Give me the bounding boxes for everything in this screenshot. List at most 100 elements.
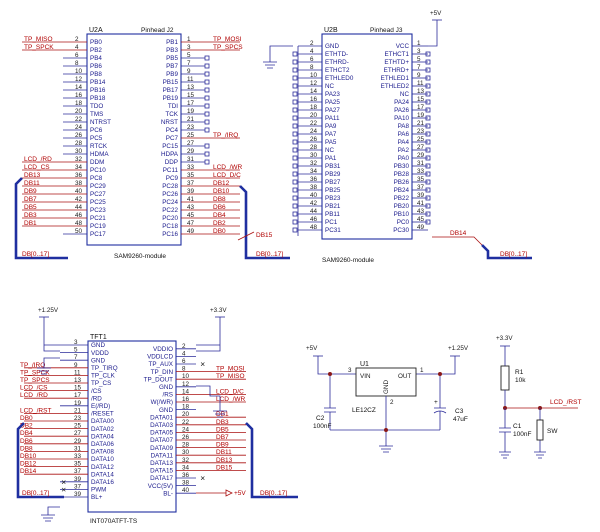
u2b-left-pin-number: 20 [310, 112, 318, 119]
tft-right-pin-name: GND [159, 384, 173, 391]
db15-label: DB15 [256, 232, 273, 239]
u2b-left-pin-name: ETHTD- [325, 51, 348, 58]
tft-right-net-label: LCD_/WR [216, 396, 246, 403]
u2a-left-net-label: TP_SPCK [24, 44, 54, 51]
u2a-left-net-label: DB7 [24, 196, 37, 203]
u2a-left-pin-name: PB18 [90, 95, 106, 102]
u2b-right-pin-number: 15 [417, 96, 425, 103]
u2b-left-pin-number: 38 [310, 184, 318, 191]
u2b-left-pin-number: 32 [310, 160, 318, 167]
u2a-right-pin-name: HDPA [161, 151, 179, 158]
u2b-left-pin-number: 12 [310, 80, 318, 87]
u2b-right-pin-number: 1 [417, 40, 421, 47]
u2b-right-pin-name: PA24 [394, 99, 409, 106]
u2b-nc-pin-marker [425, 219, 431, 225]
reg-pin-gnd: 2 [390, 399, 394, 406]
u2b-right-pin-number: 37 [417, 184, 425, 191]
tft-left-net-label: DB10 [20, 453, 37, 460]
u2b-right-pin-name: PA0 [398, 155, 410, 162]
u2a-left-pin-number: 8 [75, 60, 79, 67]
u2b-right-pin-number: 7 [417, 64, 421, 71]
tft-right-net-label: DB3 [216, 419, 229, 426]
u2b-left-pin-name: PB21 [325, 203, 341, 210]
c2-ref: C2 [316, 415, 325, 422]
u2b-nc-pin-marker [292, 227, 298, 233]
tft-left-pin-number: 19 [74, 400, 82, 407]
u2a-right-pin-name: PB9 [166, 71, 178, 78]
u2b-right-pin-name: PA10 [394, 115, 409, 122]
tft-right-pin-number: 4 [182, 350, 186, 357]
u2a-left-pin-name: PC19 [90, 223, 106, 230]
tft-left-pin-number: 33 [74, 453, 82, 460]
u2b-left-pin-number: 8 [310, 64, 314, 71]
tft-left-pin-number: 25 [74, 423, 82, 430]
u2b-right-pin-name: PC30 [393, 227, 409, 234]
tft-right-pin-number: 18 [182, 404, 190, 411]
sw-label: SW [547, 428, 558, 435]
u2a-left-pin-number: 38 [75, 180, 83, 187]
tft-left-pin-number: 9 [74, 362, 78, 369]
u2a-left-pin-number: 44 [75, 204, 83, 211]
u2a-nc-pin-marker [204, 159, 210, 165]
u2a-right-pin-number: 37 [187, 180, 195, 187]
u2a-right-net-label: DB12 [213, 180, 230, 187]
u2a-left-pin-number: 30 [75, 148, 83, 155]
u2b-nc-pin-marker [292, 59, 298, 65]
u2b-left-pin-name: PB29 [325, 171, 341, 178]
u2a-left-pin-number: 12 [75, 76, 83, 83]
u2b-nc-pin-marker [292, 147, 298, 153]
tft-left-pin-number: 23 [74, 415, 82, 422]
u2b-nc-pin-marker [425, 195, 431, 201]
u2a-right-pin-number: 45 [187, 212, 195, 219]
u2a-right-pin-number: 5 [187, 52, 191, 59]
u2a-left-net-label: DB3 [24, 212, 37, 219]
tft-left-pin-number: 17 [74, 392, 82, 399]
u2a-left-net-label: DB13 [24, 172, 41, 179]
tft-right-net-label: DB5 [216, 426, 229, 433]
u2a-left-net-label: LCD_CS [24, 164, 50, 171]
reg-part: LE12CZ [352, 407, 376, 414]
u2a-nc-pin-marker [204, 55, 210, 61]
u2a-right-pin-number: 17 [187, 100, 195, 107]
u2a-right-pin-name: PC20 [162, 215, 178, 222]
u2a-nc-pin-marker [204, 103, 210, 109]
r1-val: 10k [515, 377, 526, 384]
u2b-right-pin-name: VCC [396, 43, 410, 50]
u2b-caption: SAM9260-module [322, 257, 374, 264]
u2b-left-pin-number: 36 [310, 176, 318, 183]
tft-left-pin-name: DATA14 [91, 471, 114, 478]
u2b-right-pin-number: 41 [417, 200, 425, 207]
u2a-nc-pin-marker [204, 79, 210, 85]
u2a-nc-pin-marker [204, 127, 210, 133]
u2b-left-pin-number: 28 [310, 144, 318, 151]
tft-left-gnd-symbol [37, 367, 51, 375]
u2b-right-pin-name: ETHCT1 [385, 51, 410, 58]
u2a-right-net-label: TP_SPCS [213, 44, 243, 51]
u2a-left-pin-name: PC17 [90, 231, 106, 238]
tft-left-pin-number: 39 [74, 491, 82, 498]
u2b-nc-pin-marker [292, 179, 298, 185]
u2a-right-pin-number: 47 [187, 220, 195, 227]
u2b-right-pin-name: PA6 [398, 131, 410, 138]
u2a-right-pin-number: 41 [187, 196, 195, 203]
u2b-nc-pin-marker [292, 83, 298, 89]
tft-nc-cross: ✕ [61, 479, 66, 486]
tft-right-supply-label: +3.3V [210, 307, 227, 314]
u2b-left-pin-name: PB11 [325, 211, 340, 218]
tft-right-pin-number: 8 [182, 366, 186, 373]
u2b-left-pin-number: 34 [310, 168, 318, 175]
tft-left-pin-number: 27 [74, 430, 82, 437]
u2b-left-pin-number: 44 [310, 208, 318, 215]
tft-right-net-label: DB15 [216, 464, 233, 471]
u2a-left-pin-name: PC10 [90, 167, 106, 174]
tft-left-pin-name: GND [91, 357, 105, 364]
u2b-left-pin-number: 10 [310, 72, 318, 79]
tft-right-pin-name: TP_DIN [151, 369, 174, 376]
u2a-ref: U2A [89, 27, 103, 34]
tft-symbol: TFT1 INT070ATFT-TS GND3VDDD5GND7TP_TIRQ9… [16, 307, 298, 525]
u2b-right-pin-name: ETHLED2 [381, 83, 410, 90]
u2a-right-net-label: DB0 [213, 228, 226, 235]
u2a-nc-pin-marker [204, 111, 210, 117]
tft-right-net-label: DB9 [216, 442, 229, 449]
u2a-left-pin-number: 50 [75, 228, 83, 235]
